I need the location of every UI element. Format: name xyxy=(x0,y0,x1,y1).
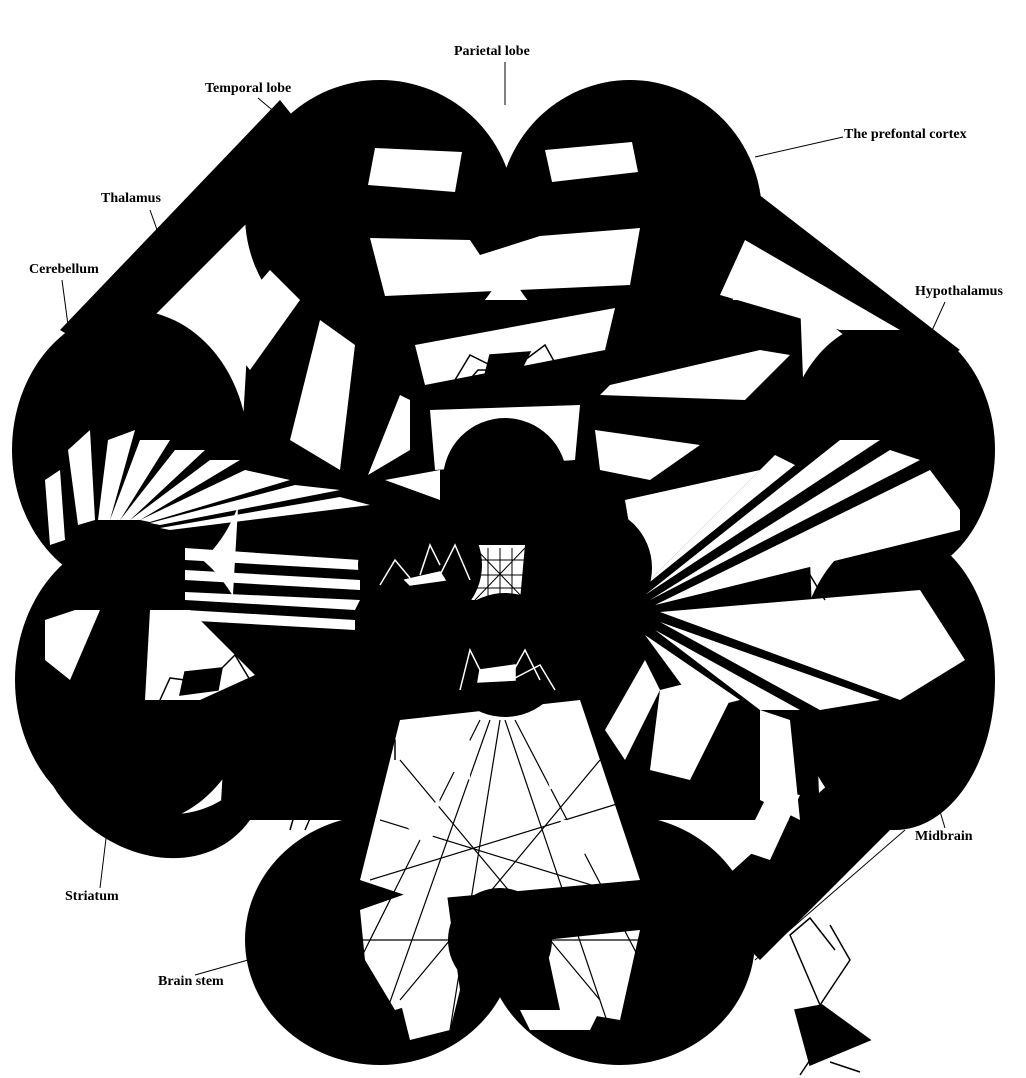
spider-center-left xyxy=(379,543,471,586)
leader-hypothalamus xyxy=(929,301,946,336)
band-right-bottom xyxy=(700,720,960,960)
spider-top xyxy=(454,343,561,386)
spider-left xyxy=(159,653,251,701)
leader-lines xyxy=(61,62,946,976)
band-left-top xyxy=(60,100,320,360)
leader-midbrain xyxy=(934,794,946,829)
leader-cerebellum xyxy=(61,279,71,341)
leader-brainstem xyxy=(194,959,249,976)
leader-striatum xyxy=(99,821,109,889)
left-upper-lobe xyxy=(12,310,248,590)
label-prefrontal-cortex: The prefontal cortex xyxy=(844,127,967,142)
label-cerebellum: Cerebellum xyxy=(29,262,99,277)
leader-midbrain-2 xyxy=(754,829,906,961)
spider-stem-left xyxy=(289,734,396,831)
leader-temporal xyxy=(257,97,291,126)
label-hypothalamus: Hypothalamus xyxy=(915,284,1003,299)
label-striatum: Striatum xyxy=(65,889,119,904)
left-lower-lobe xyxy=(15,535,255,825)
spider-bottom-right xyxy=(789,916,872,1076)
label-midbrain: Midbrain xyxy=(915,829,973,844)
spider-center-bottom xyxy=(459,647,556,691)
label-brain-stem: Brain stem xyxy=(158,974,224,989)
spider-right xyxy=(741,574,826,606)
label-thalamus: Thalamus xyxy=(101,191,161,206)
label-parietal-lobe: Parietal lobe xyxy=(454,44,530,59)
bottom-web-white xyxy=(400,740,610,860)
leader-prefrontal xyxy=(754,136,844,158)
left-tail xyxy=(40,650,380,859)
leader-thalamus xyxy=(149,209,166,253)
center-web xyxy=(474,547,526,601)
label-temporal-lobe: Temporal lobe xyxy=(205,81,292,96)
